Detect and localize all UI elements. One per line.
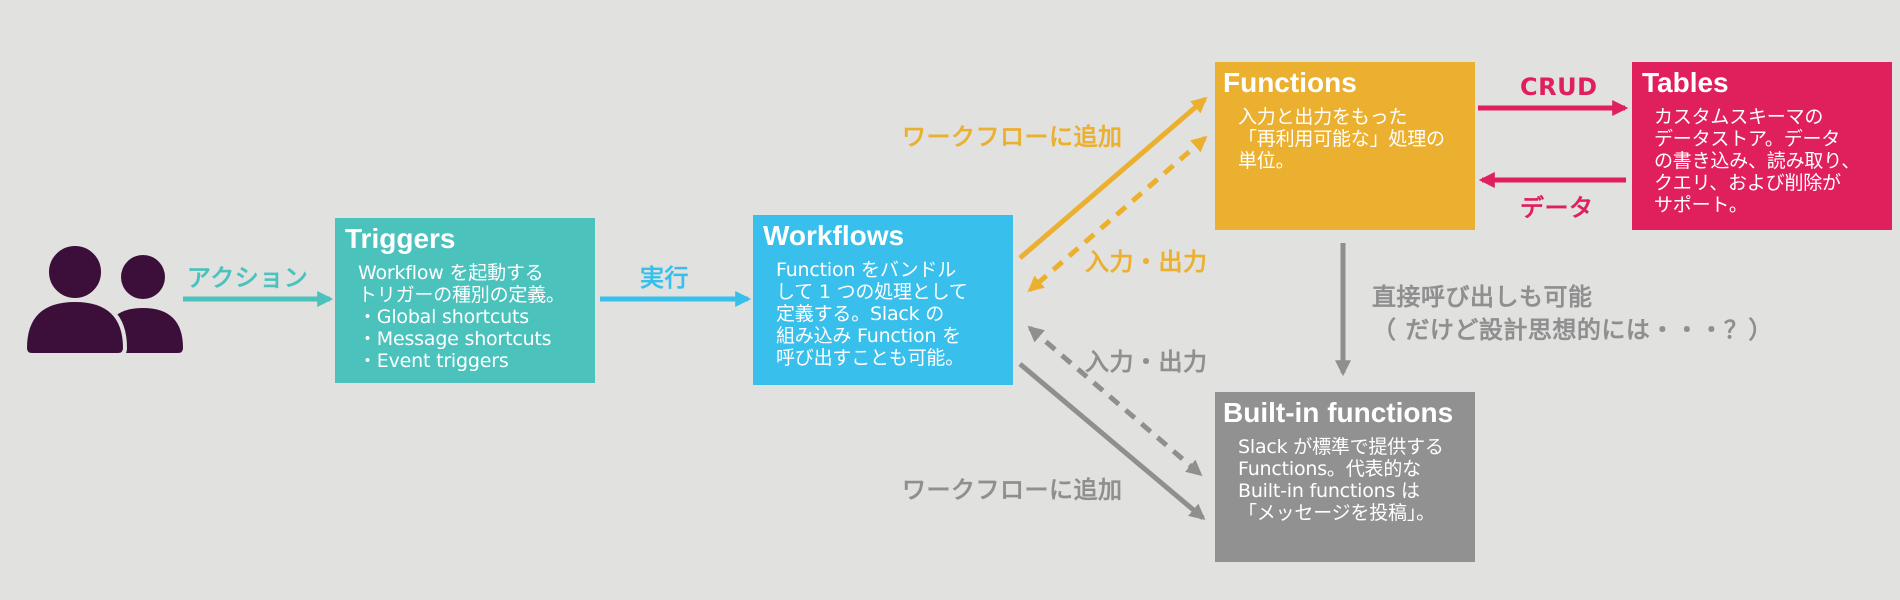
tables-line: データストア。データ <box>1654 128 1841 150</box>
tables-line: カスタムスキーマの <box>1654 106 1824 128</box>
tables-title: Tables <box>1642 67 1729 98</box>
label-crud: CRUD <box>1520 73 1598 101</box>
builtin-functions-title: Built-in functions <box>1223 397 1454 428</box>
label-execute: 実行 <box>640 264 689 292</box>
label-add-to-workflow-builtin: ワークフローに追加 <box>902 476 1123 504</box>
functions-title: Functions <box>1223 67 1357 98</box>
builtin-functions-node: Built-in functions Slack が標準で提供する Functi… <box>1215 392 1475 562</box>
triggers-line: Workflow を起動する <box>358 262 544 284</box>
label-io-builtin: 入力・出力 <box>1085 348 1208 376</box>
builtin-line: Slack が標準で提供する <box>1238 436 1444 458</box>
arrow-functions-workflows-io <box>1027 135 1208 293</box>
workflows-line: 定義する。Slack の <box>776 303 945 325</box>
users-icon <box>22 242 183 357</box>
workflows-line: Function をバンドル <box>776 259 957 281</box>
arrow-workflows-builtin-io <box>1027 325 1203 477</box>
triggers-title: Triggers <box>345 223 456 254</box>
label-io-functions: 入力・出力 <box>1085 248 1208 276</box>
workflows-line: して 1 つの処理として <box>776 281 968 303</box>
tables-node: Tables カスタムスキーマの データストア。データ の書き込み、読み取り、 … <box>1632 62 1892 230</box>
label-data: データ <box>1520 194 1594 222</box>
workflows-line: 組み込み Function を <box>776 325 961 347</box>
label-add-to-workflow-functions: ワークフローに追加 <box>902 123 1123 151</box>
builtin-functions-description: Slack が標準で提供する Functions。代表的な Built-in f… <box>1223 436 1467 524</box>
workflows-title: Workflows <box>763 220 905 251</box>
triggers-description: Workflow を起動する トリガーの種別の定義。 ・Global short… <box>345 262 585 372</box>
tables-line: クエリ、および削除が <box>1654 172 1841 194</box>
tables-line: サポート。 <box>1654 194 1748 216</box>
builtin-line: 「メッセージを投稿」。 <box>1238 502 1435 524</box>
label-action: アクション <box>187 264 309 292</box>
functions-line: 単位。 <box>1238 150 1295 172</box>
functions-node: Functions 入力と出力をもった 「再利用可能な」処理の 単位。 <box>1215 62 1475 230</box>
builtin-line: Built-in functions は <box>1238 480 1420 502</box>
tables-description: カスタムスキーマの データストア。データ の書き込み、読み取り、 クエリ、および… <box>1642 106 1882 216</box>
builtin-line: Functions。代表的な <box>1238 458 1421 480</box>
label-direct-call-note: （ だけど設計思想的には・・・？） <box>1372 316 1773 344</box>
triggers-line: ・Event triggers <box>358 350 509 372</box>
functions-line: 入力と出力をもった <box>1238 106 1408 128</box>
workflows-description: Function をバンドル して 1 つの処理として 定義する。Slack の… <box>763 259 1003 369</box>
triggers-node: Triggers Workflow を起動する トリガーの種別の定義。 ・Glo… <box>335 218 595 383</box>
arrow-workflows-to-builtin <box>1018 362 1206 521</box>
workflows-line: 呼び出すことも可能。 <box>776 347 965 369</box>
tables-line: の書き込み、読み取り、 <box>1654 150 1861 172</box>
triggers-line: ・Global shortcuts <box>358 306 529 328</box>
triggers-line: ・Message shortcuts <box>358 328 552 350</box>
functions-line: 「再利用可能な」処理の <box>1238 128 1445 150</box>
workflows-node: Workflows Function をバンドル して 1 つの処理として 定義… <box>753 215 1013 385</box>
functions-description: 入力と出力をもった 「再利用可能な」処理の 単位。 <box>1223 106 1467 172</box>
triggers-line: トリガーの種別の定義。 <box>358 284 565 306</box>
label-direct-call: 直接呼び出しも可能 <box>1372 283 1593 311</box>
